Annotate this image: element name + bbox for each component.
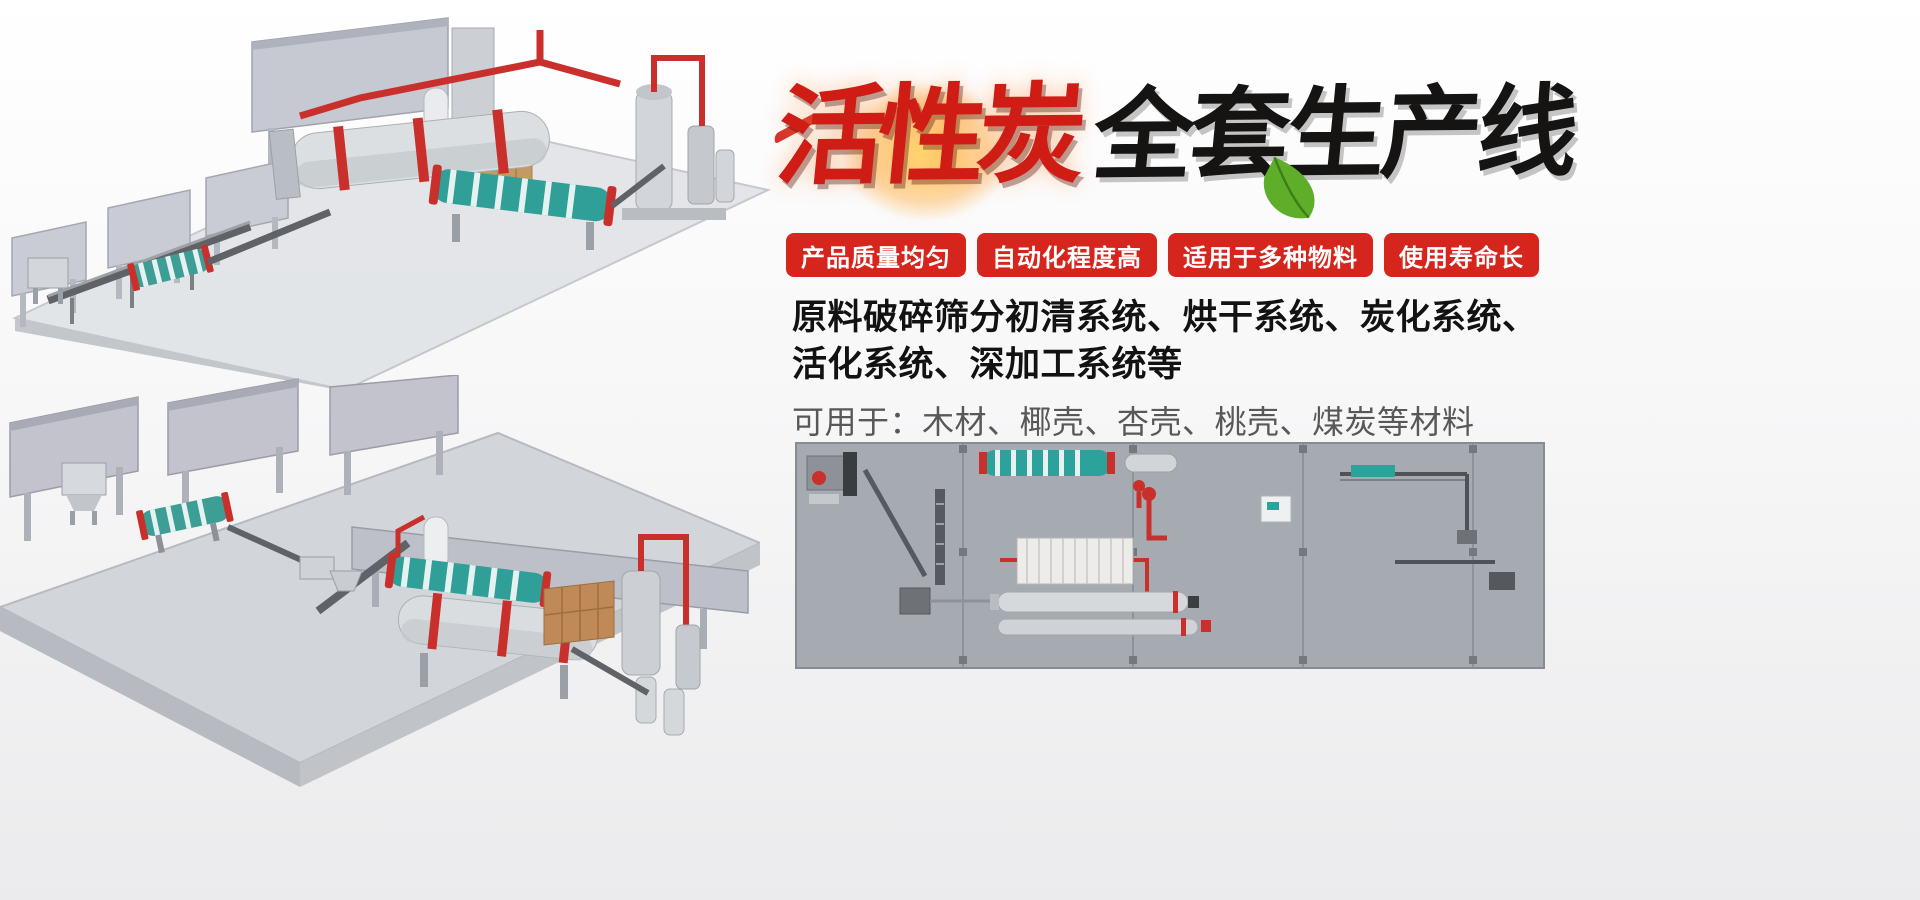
floor-edge-left: [0, 607, 300, 787]
badge-automation: 自动化程度高: [977, 233, 1157, 277]
conveyor-belt: [226, 524, 310, 566]
activation-drum: [428, 164, 617, 227]
badge-lifespan: 使用寿命长: [1384, 233, 1539, 277]
wall-panel: [329, 375, 459, 495]
schematic-column-lines: [959, 444, 1477, 667]
production-line-3d-bottom: [0, 375, 760, 787]
main-title: 活性炭 全套生产线: [772, 62, 1580, 246]
badge-materials: 适用于多种物料: [1168, 233, 1373, 277]
conveyor-belt: [610, 163, 666, 209]
platform-edge: [15, 318, 345, 391]
schematic-teal-drum: [979, 450, 1115, 476]
schematic-grid-block: [1000, 537, 1134, 585]
activation-drum: [384, 552, 552, 608]
conveyor-belt: [570, 646, 650, 696]
glow-burst: [816, 62, 1036, 242]
drum-support-leg: [452, 214, 460, 242]
description-block: 原料破碎筛分初清系统、烘干系统、炭化系统、 活化系统、深加工系统等 可用于：木材…: [792, 294, 1572, 443]
leaf-icon: [1263, 156, 1315, 219]
description-line-2: 活化系统、深加工系统等: [792, 345, 1183, 384]
production-line-3d-top: [11, 17, 772, 392]
title-red-text: 活性炭: [771, 73, 1084, 198]
drum-support-leg: [420, 653, 428, 687]
schematic-red-piping: [1133, 480, 1167, 592]
cooling-furnace: [621, 534, 701, 690]
rotary-dryer-drum: [268, 109, 550, 200]
production-line-schematic: [795, 442, 1545, 669]
drum-support-leg: [586, 222, 594, 250]
screening-machine: [299, 556, 335, 580]
small-rotary-drum: [136, 491, 234, 554]
conveyor-belt: [206, 208, 332, 266]
hopper: [329, 570, 363, 592]
title-black-text: 全套生产线: [1088, 76, 1580, 193]
schematic-crusher-cluster: [806, 452, 998, 615]
drum-support-leg: [560, 665, 568, 699]
feature-badges: 产品质量均匀 自动化程度高 适用于多种物料 使用寿命长: [786, 233, 1539, 277]
red-piping: [395, 514, 426, 567]
schematic-long-cylinder-1: [990, 591, 1199, 613]
feeder-hopper: [61, 462, 107, 525]
brick-furnace: [543, 580, 615, 646]
schematic-gray-cylinder: [1124, 453, 1178, 473]
schematic-right-conveyors: [1340, 465, 1515, 590]
feeder-hopper: [27, 257, 69, 304]
schematic-white-box-detail: [1267, 502, 1279, 510]
applicable-materials-line: 可用于：木材、椰壳、杏壳、桃壳、煤炭等材料: [792, 404, 1475, 440]
schematic-long-cylinder-2: [997, 618, 1211, 636]
red-piping: [298, 58, 621, 120]
wall-panel: [167, 378, 299, 517]
badge-quality: 产品质量均匀: [786, 233, 966, 277]
description-line-1: 原料破碎筛分初清系统、烘干系统、炭化系统、: [792, 298, 1538, 337]
